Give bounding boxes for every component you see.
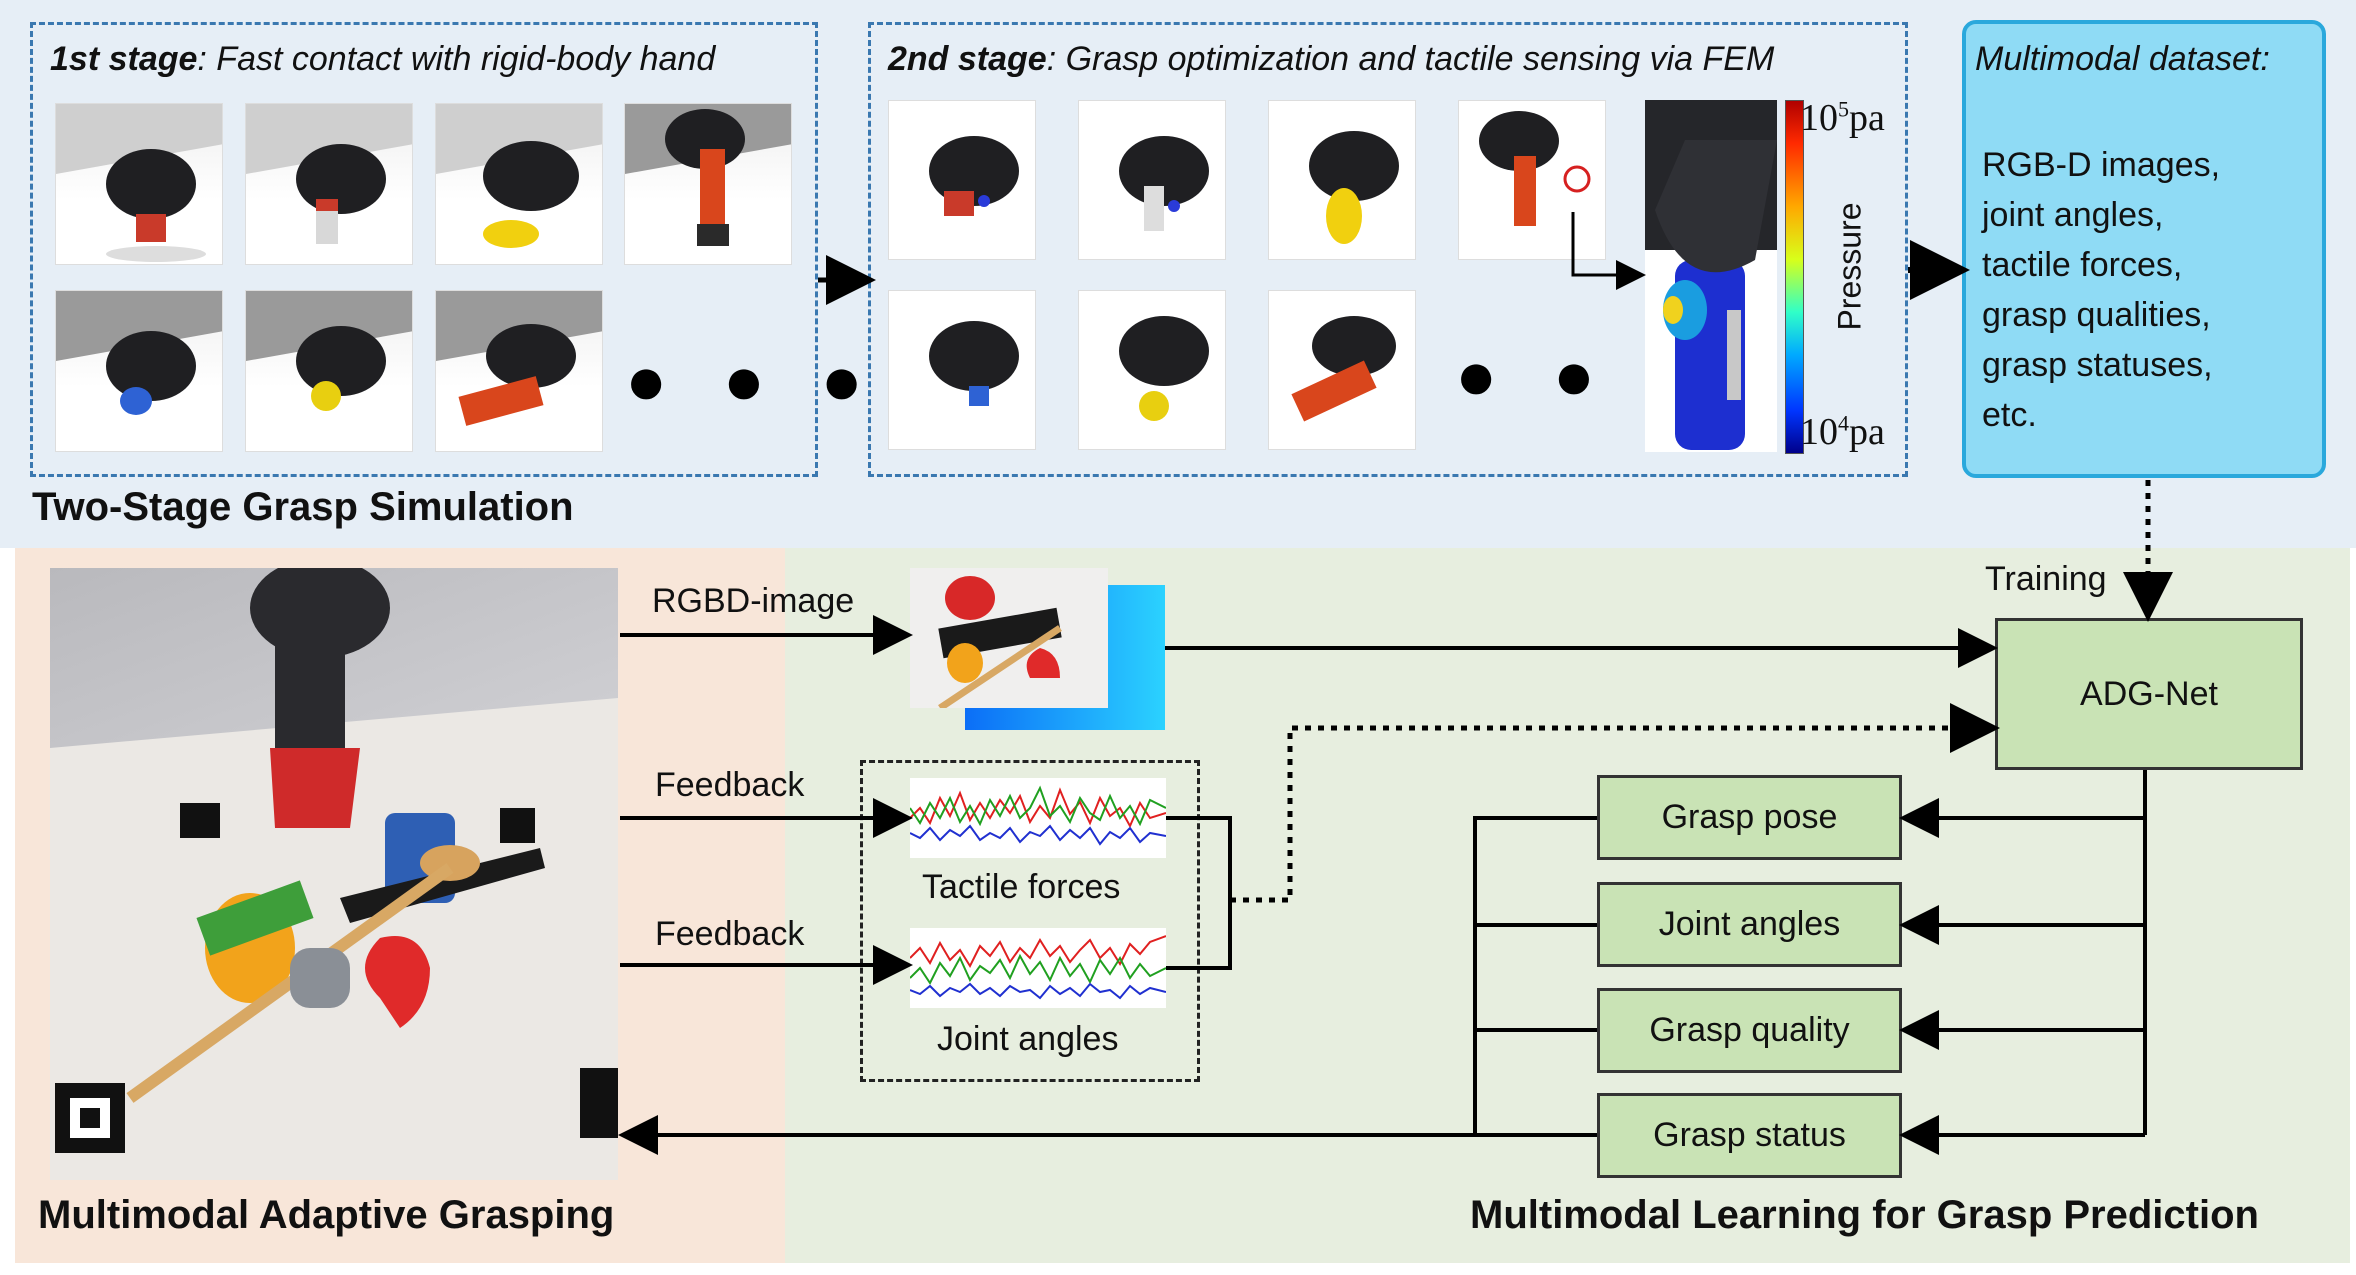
stage2-title: 2nd stage: Grasp optimization and tactil…: [888, 40, 1775, 78]
simulation-section-title: Two-Stage Grasp Simulation: [32, 485, 574, 529]
grasp-pose-box: Grasp pose: [1597, 775, 1902, 860]
dataset-item: joint angles,: [1982, 196, 2164, 234]
fem-thumbnail: [1078, 100, 1226, 260]
dataset-item: grasp statuses,: [1982, 346, 2213, 384]
stage1-box: [30, 22, 818, 477]
signal-bracket: [1166, 816, 1232, 970]
pressure-colorbar: [1785, 100, 1804, 454]
zoom-arrow: [1571, 212, 1646, 290]
ellipsis: ● ● ●: [625, 341, 881, 419]
stage2-box: [868, 22, 1908, 477]
grasp-quality-box: Grasp quality: [1597, 988, 1902, 1073]
sim-thumbnail: [55, 290, 223, 452]
rgb-image: [910, 568, 1108, 708]
fem-zoom-image: [1645, 100, 1777, 452]
sim-thumbnail: [245, 290, 413, 452]
fem-thumbnail: [1078, 290, 1226, 450]
stage1-title: 1st stage: Fast contact with rigid-body …: [50, 40, 716, 78]
signals-to-net-arrow: [1230, 703, 2000, 903]
training-label: Training: [1985, 560, 2107, 598]
feedback-label-2: Feedback: [655, 915, 805, 953]
feedback-box: [860, 760, 1200, 1082]
outputs-bus: [1473, 816, 1597, 1135]
sim-thumbnail: [435, 103, 603, 265]
adaptive-grasping-title: Multimodal Adaptive Grasping: [38, 1193, 615, 1237]
dataset-title: Multimodal dataset:: [1975, 40, 2270, 78]
multimodal-dataset-box: [1962, 20, 2326, 478]
fem-thumbnail: [1268, 100, 1416, 260]
dataset-item: grasp qualities,: [1982, 296, 2211, 334]
tactile-forces-label: Tactile forces: [922, 868, 1121, 906]
dataset-item: RGB-D images,: [1982, 146, 2221, 184]
dataset-item: tactile forces,: [1982, 246, 2183, 284]
colorbar-min-label: 104pa: [1800, 410, 1885, 453]
real-grasp-photo: [50, 568, 618, 1180]
joint-angles-box: Joint angles: [1597, 882, 1902, 967]
sim-thumbnail: [55, 103, 223, 265]
fem-thumbnail: [888, 100, 1036, 260]
learning-title: Multimodal Learning for Grasp Prediction: [1470, 1193, 2259, 1237]
colorbar-max-label: 105pa: [1800, 96, 1885, 139]
joint-angles-plot: [909, 928, 1167, 1008]
tactile-forces-plot: [909, 778, 1167, 858]
sim-thumbnail: [245, 103, 413, 265]
fem-thumbnail: [888, 290, 1036, 450]
fem-thumbnail: [1268, 290, 1416, 450]
rgbd-label: RGBD-image: [652, 582, 855, 620]
joint-angles-plot-label: Joint angles: [937, 1020, 1119, 1058]
dataset-item: etc.: [1982, 396, 2037, 434]
feedback-label-1: Feedback: [655, 766, 805, 804]
sim-thumbnail: [435, 290, 603, 452]
adg-net-box: ADG-Net: [1995, 618, 2303, 770]
sim-thumbnail: [624, 103, 792, 265]
fem-thumbnail: [1458, 100, 1606, 260]
dataset-list: RGB-D images, joint angles, tactile forc…: [1982, 140, 2220, 440]
